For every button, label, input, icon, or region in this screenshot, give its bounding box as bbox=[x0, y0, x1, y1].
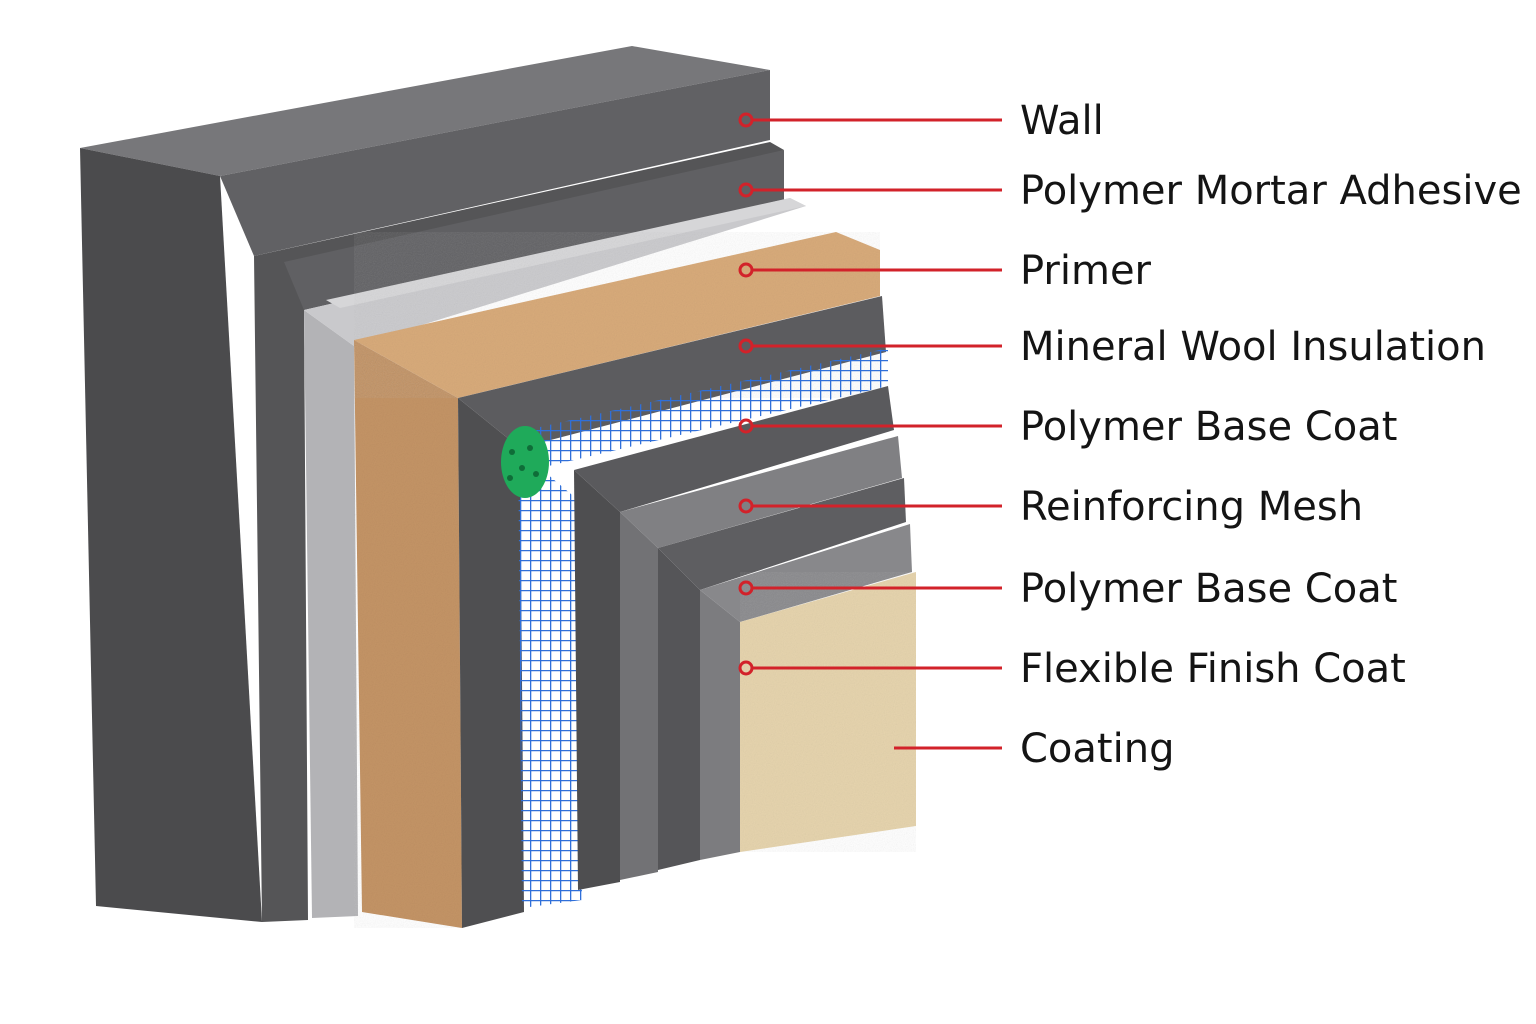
callout-label: Wall bbox=[1020, 98, 1104, 144]
callout-dot bbox=[738, 580, 754, 596]
primer-side bbox=[304, 310, 358, 918]
primer-front bbox=[304, 198, 806, 346]
callout-dot bbox=[738, 498, 754, 514]
anchor-hole bbox=[519, 465, 525, 471]
callout-dot bbox=[738, 262, 754, 278]
wall-top bbox=[80, 46, 770, 176]
callout-polymer-mortar-adhesive: Polymer Mortar Adhesive bbox=[738, 168, 1522, 214]
layer-polymer-base-coat-1 bbox=[458, 296, 886, 928]
callout-label: Polymer Mortar Adhesive bbox=[1020, 168, 1522, 214]
callout-dot bbox=[738, 660, 754, 676]
base-coat-1-front bbox=[458, 296, 886, 448]
callout-reinforcing-mesh: Reinforcing Mesh bbox=[738, 484, 1363, 530]
callout-flexible-finish-coat: Flexible Finish Coat bbox=[738, 646, 1406, 692]
callout-label: Mineral Wool Insulation bbox=[1020, 324, 1486, 370]
callout-label: Polymer Base Coat bbox=[1020, 566, 1397, 612]
layer-polymer-base-coat-2 bbox=[574, 386, 894, 890]
wall-side bbox=[80, 148, 262, 922]
callout-dot bbox=[738, 418, 754, 434]
anchor-hole bbox=[507, 475, 513, 481]
layer-coating bbox=[740, 572, 916, 852]
primer-top bbox=[326, 198, 806, 308]
layer-primer bbox=[304, 198, 806, 918]
base-coat-2-side bbox=[574, 470, 620, 890]
callout-dot bbox=[738, 112, 754, 128]
finish-coat-inner-side bbox=[658, 548, 700, 870]
adhesive-front bbox=[284, 150, 784, 310]
callout-label: Flexible Finish Coat bbox=[1020, 646, 1406, 692]
callout-dot bbox=[738, 182, 754, 198]
layer-wall bbox=[80, 46, 770, 922]
callout-polymer-base-coat-1: Polymer Base Coat bbox=[738, 404, 1397, 450]
callout-coating: Coating bbox=[894, 726, 1174, 772]
finish-coat-side bbox=[620, 512, 658, 880]
insulation-front bbox=[354, 232, 880, 398]
mesh-anchor-disc bbox=[501, 426, 549, 498]
layer-flexible-finish-coat bbox=[620, 436, 912, 880]
mesh-band-side bbox=[518, 432, 582, 908]
anchor-hole bbox=[533, 471, 539, 477]
callout-primer: Primer bbox=[738, 248, 1152, 294]
callout-label: Primer bbox=[1020, 248, 1152, 294]
callout-dot bbox=[738, 338, 754, 354]
callout-label: Coating bbox=[1020, 726, 1174, 772]
layer-mineral-wool-insulation bbox=[354, 232, 880, 928]
callout-label: Polymer Base Coat bbox=[1020, 404, 1397, 450]
adhesive-face bbox=[254, 142, 784, 922]
callout-polymer-base-coat-2: Polymer Base Coat bbox=[738, 566, 1397, 612]
callout-mineral-wool-insulation: Mineral Wool Insulation bbox=[738, 324, 1486, 370]
anchor-hole bbox=[527, 445, 533, 451]
layer-polymer-mortar-adhesive bbox=[254, 142, 784, 922]
mesh-band-top bbox=[518, 348, 888, 468]
coating-face bbox=[740, 572, 916, 852]
base-coat-1-side bbox=[458, 398, 524, 928]
wall-front bbox=[220, 70, 770, 256]
layer-reinforcing-mesh bbox=[501, 348, 888, 908]
anchor-hole bbox=[509, 449, 515, 455]
finish-coat-outer-front bbox=[700, 524, 912, 622]
base-coat-2-front bbox=[574, 386, 894, 512]
callout-wall: Wall bbox=[738, 98, 1104, 144]
callout-label: Reinforcing Mesh bbox=[1020, 484, 1363, 530]
finish-coat-outer-side bbox=[700, 590, 740, 860]
insulation-side bbox=[354, 340, 462, 928]
finish-coat-front bbox=[620, 436, 902, 548]
